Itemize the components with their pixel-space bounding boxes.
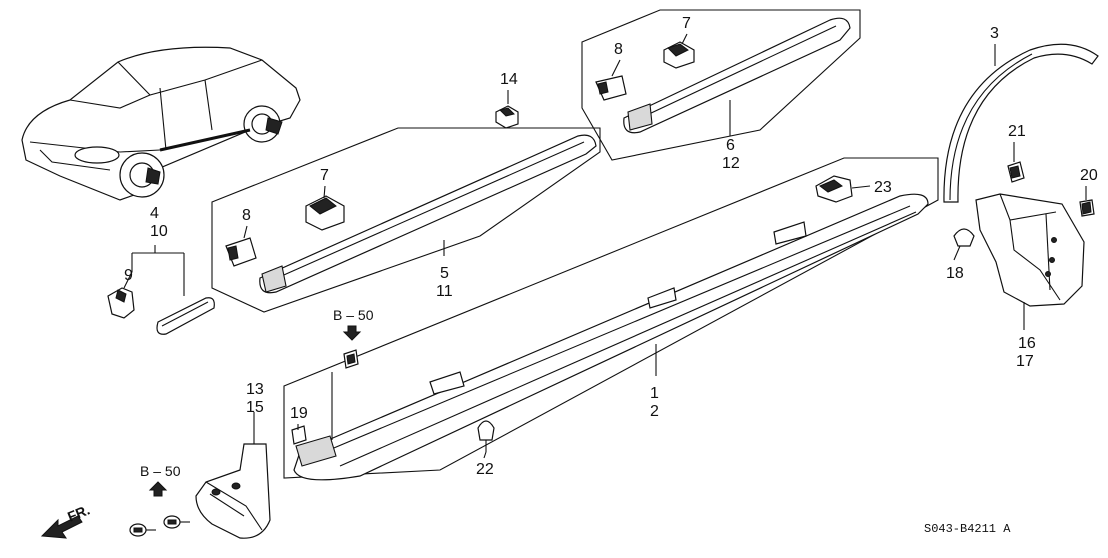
ref-arrow-top (342, 325, 362, 341)
callout-23: 23 (874, 179, 892, 196)
callout-17: 17 (1016, 353, 1034, 370)
callout-8-upper: 8 (614, 41, 623, 58)
callout-18: 18 (946, 265, 964, 282)
callout-11: 11 (436, 283, 453, 300)
callout-3: 3 (990, 25, 999, 42)
callout-1: 1 (650, 385, 659, 402)
callout-21: 21 (1008, 123, 1026, 140)
callouts: 1 2 3 4 10 5 11 6 12 7 7 8 8 9 13 15 14 … (124, 15, 1098, 478)
callout-16: 16 (1018, 335, 1036, 352)
callout-14: 14 (500, 71, 518, 88)
lower-molding-box (211, 127, 601, 313)
sill-fasteners (291, 349, 495, 452)
callout-10: 10 (150, 223, 168, 240)
callout-13: 13 (246, 381, 264, 398)
callout-6: 6 (726, 137, 735, 154)
front-mudguard (195, 412, 271, 539)
callout-9: 9 (124, 267, 133, 284)
callout-8-lower: 8 (242, 207, 251, 224)
front-direction-arrow (40, 515, 83, 539)
clip-14 (495, 105, 519, 129)
car-illustration (21, 46, 301, 201)
callout-4: 4 (150, 205, 159, 222)
callout-22: 22 (476, 461, 494, 478)
callout-20: 20 (1080, 167, 1098, 184)
mudguard-screws (129, 515, 190, 537)
ref-label-bottom: B – 50 (140, 463, 181, 479)
side-sill-box (283, 157, 939, 481)
callout-5: 5 (440, 265, 449, 282)
ref-arrow-bottom (148, 481, 168, 497)
front-label: FR. (65, 501, 92, 524)
rear-splash-guard (975, 193, 1085, 307)
drawing-code: S043-B4211 A (924, 522, 1011, 536)
callout-7-upper: 7 (682, 15, 691, 32)
rear-fasteners (953, 161, 1095, 247)
wheel-arch-molding (943, 43, 1099, 203)
side-pad-group (107, 245, 215, 335)
callout-15: 15 (246, 399, 264, 416)
leader-lines (243, 33, 1087, 459)
upper-molding-box (581, 9, 861, 161)
callout-7-lower: 7 (320, 167, 329, 184)
callout-19: 19 (290, 405, 308, 422)
callout-2: 2 (650, 403, 659, 420)
ref-label-top: B – 50 (333, 307, 374, 323)
callout-12: 12 (722, 155, 740, 172)
